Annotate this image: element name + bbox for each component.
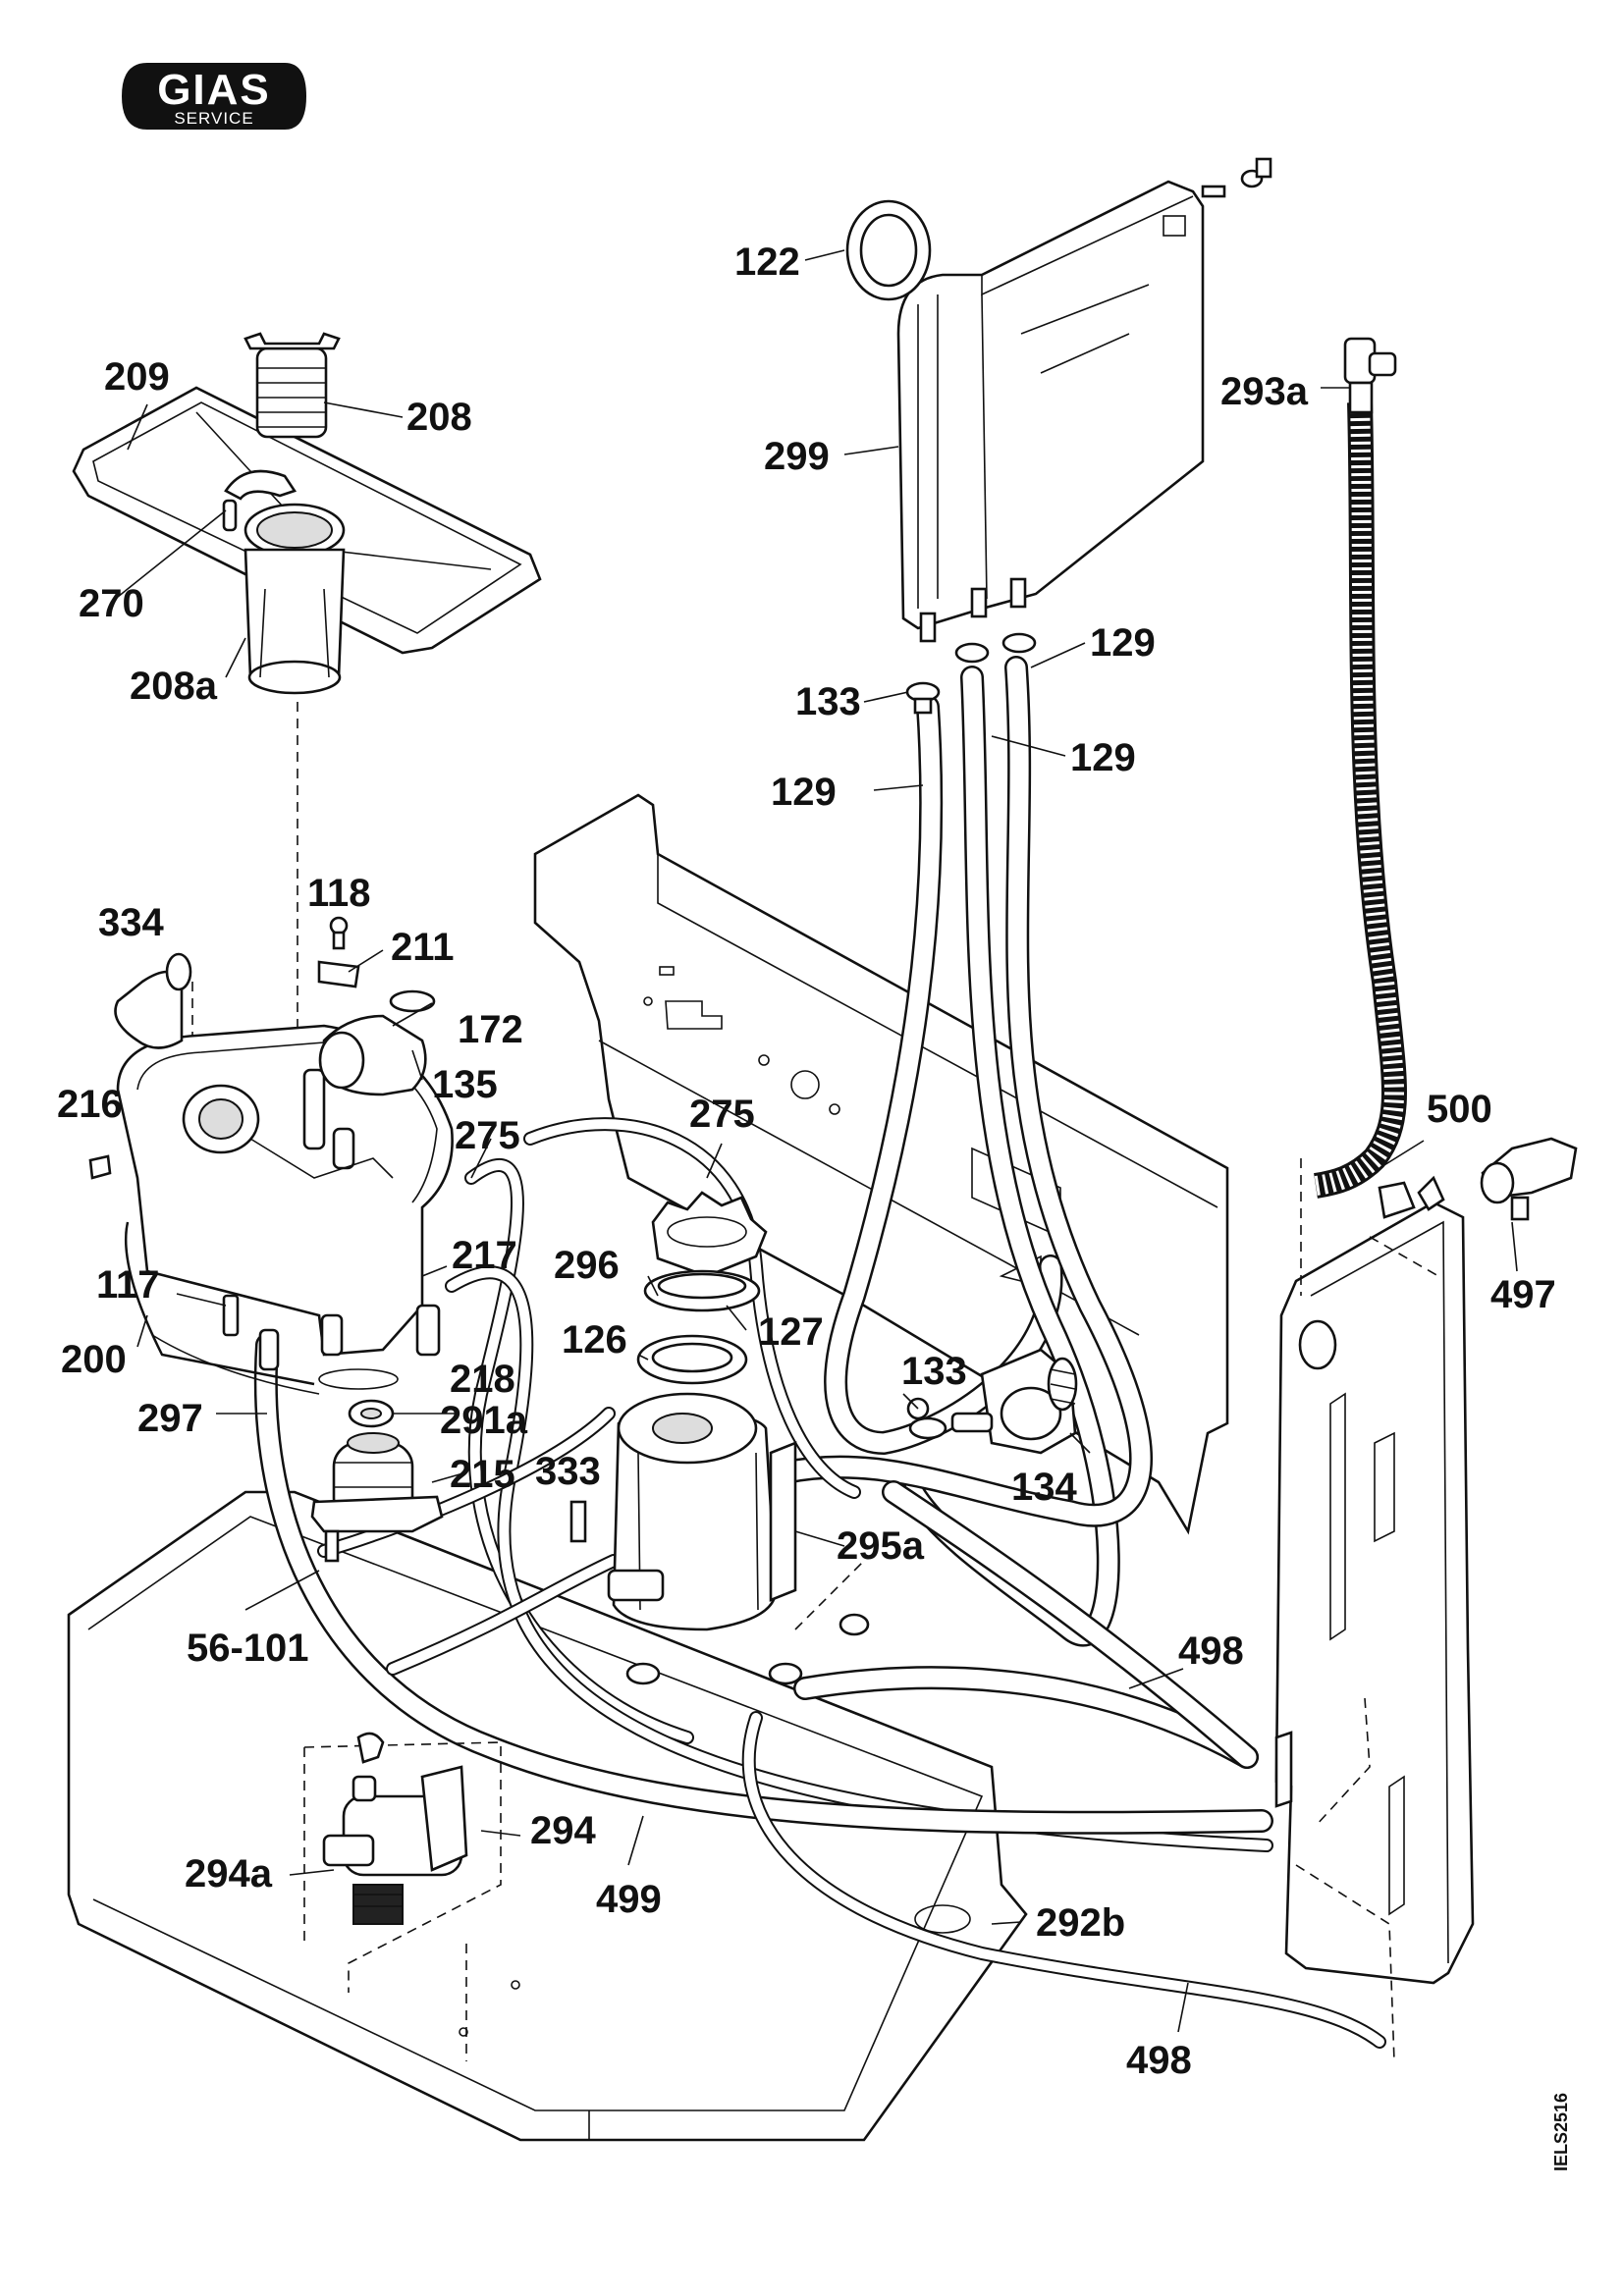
label-127: 127 bbox=[758, 1310, 824, 1354]
label-294: 294 bbox=[530, 1809, 596, 1852]
label-217: 217 bbox=[452, 1234, 517, 1277]
clamp-133-top bbox=[905, 632, 1037, 715]
label-294a: 294a bbox=[185, 1852, 273, 1896]
label-133-top: 133 bbox=[795, 680, 861, 723]
label-133-right: 133 bbox=[901, 1350, 967, 1393]
brand-logo: GIAS SERVICE bbox=[122, 63, 306, 130]
ring-127 bbox=[643, 1269, 761, 1312]
label-498-lower: 498 bbox=[1126, 2039, 1192, 2082]
side-bracket-500 bbox=[1274, 1175, 1475, 1985]
leader-lines bbox=[117, 249, 1518, 2033]
ring-291a bbox=[348, 1399, 395, 1428]
screw-117 bbox=[222, 1294, 240, 1337]
clamp-172 bbox=[389, 989, 436, 1013]
logo-text: GIAS bbox=[157, 66, 271, 114]
label-129-mid: 129 bbox=[1070, 736, 1136, 779]
clip-216 bbox=[88, 1154, 112, 1180]
label-172: 172 bbox=[458, 1008, 523, 1051]
connector-135 bbox=[318, 1014, 427, 1096]
gasket-126 bbox=[636, 1334, 748, 1385]
softener-tank-295a bbox=[612, 1392, 797, 1631]
label-211: 211 bbox=[391, 926, 455, 969]
label-215: 215 bbox=[450, 1453, 515, 1496]
container-299 bbox=[896, 157, 1272, 643]
part-labels: 122 209 208 293a 299 270 208a 129 133 12… bbox=[57, 240, 1556, 2082]
label-497: 497 bbox=[1490, 1273, 1556, 1316]
label-500: 500 bbox=[1427, 1088, 1492, 1131]
hose-297 bbox=[253, 1333, 1273, 1835]
label-295a: 295a bbox=[837, 1524, 925, 1568]
label-135: 135 bbox=[432, 1063, 498, 1106]
label-129-top: 129 bbox=[1090, 621, 1156, 665]
label-498-upper: 498 bbox=[1178, 1629, 1244, 1673]
label-200: 200 bbox=[61, 1338, 127, 1381]
label-208: 208 bbox=[406, 396, 472, 439]
hose-499 bbox=[386, 1554, 621, 1676]
label-218: 218 bbox=[450, 1358, 515, 1401]
plug-334 bbox=[114, 952, 192, 1049]
label-499: 499 bbox=[596, 1878, 662, 1921]
label-208a: 208a bbox=[130, 665, 218, 708]
seal-200 bbox=[124, 1221, 320, 1395]
label-56-101: 56-101 bbox=[187, 1627, 309, 1670]
label-299: 299 bbox=[764, 435, 830, 478]
label-118: 118 bbox=[307, 872, 371, 915]
label-296: 296 bbox=[554, 1244, 620, 1287]
seal-ring-122 bbox=[845, 199, 932, 301]
bracket-211 bbox=[317, 960, 360, 988]
valve-134 bbox=[950, 1348, 1078, 1455]
clamp-133-right bbox=[906, 1397, 947, 1440]
label-275-right: 275 bbox=[689, 1093, 755, 1136]
screw-56-101 bbox=[324, 1529, 340, 1563]
drain-hose-293a bbox=[1313, 337, 1407, 1199]
screw-118 bbox=[329, 916, 349, 950]
label-126: 126 bbox=[562, 1318, 627, 1362]
seal-218 bbox=[318, 1368, 399, 1390]
label-134: 134 bbox=[1011, 1466, 1077, 1509]
label-291a: 291a bbox=[440, 1399, 528, 1442]
label-270: 270 bbox=[79, 582, 144, 625]
label-117: 117 bbox=[96, 1263, 160, 1307]
base-tray bbox=[67, 1490, 1028, 2142]
label-297: 297 bbox=[137, 1397, 203, 1440]
filter-208 bbox=[243, 332, 346, 558]
logo-subtext: SERVICE bbox=[174, 109, 253, 128]
filter-208a bbox=[243, 548, 346, 695]
pressure-switch-497 bbox=[1480, 1137, 1578, 1221]
label-216: 216 bbox=[57, 1083, 123, 1126]
hose-498-lower bbox=[741, 1711, 1386, 2049]
sump-body bbox=[116, 1024, 454, 1371]
label-292b: 292b bbox=[1036, 1901, 1125, 1945]
label-293a: 293a bbox=[1220, 370, 1309, 413]
clip-270 bbox=[222, 469, 298, 532]
pump-215 bbox=[310, 1432, 444, 1533]
document-code: IELS2516 bbox=[1551, 2093, 1571, 2171]
label-122: 122 bbox=[734, 240, 800, 284]
clamp-heater bbox=[607, 1569, 870, 1685]
sensor-333 bbox=[569, 1500, 587, 1543]
label-334: 334 bbox=[98, 901, 164, 944]
label-129-left: 129 bbox=[771, 771, 837, 814]
label-333: 333 bbox=[535, 1450, 601, 1493]
hose-129-right bbox=[774, 656, 1154, 1527]
hose-498-upper bbox=[793, 1480, 1259, 1769]
label-275-left: 275 bbox=[455, 1114, 520, 1157]
label-209: 209 bbox=[104, 355, 170, 399]
hose-292b bbox=[317, 1407, 616, 1558]
fill-valve-294 bbox=[303, 1732, 502, 1993]
